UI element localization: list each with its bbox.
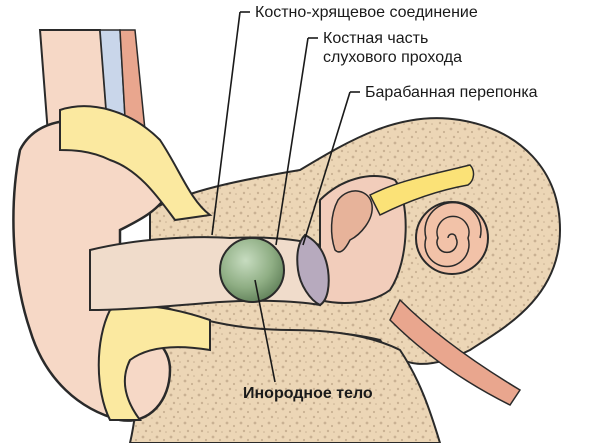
nerve — [368, 164, 475, 217]
leader-eardrum — [302, 91, 351, 246]
cartilage-lower — [97, 304, 211, 421]
leader-bony-canal — [275, 37, 309, 246]
eustachian-tube — [389, 298, 522, 406]
label-bony-canal-line2: слухового прохода — [323, 49, 462, 66]
label-osteochondral-junction: Костно-хрящевое соединение — [255, 4, 478, 21]
eardrum — [296, 233, 330, 307]
label-foreign-body: Инородное тело — [243, 385, 373, 402]
ossicles — [330, 190, 373, 253]
leader-osteochondral — [211, 11, 241, 236]
label-bony-canal-line1: Костная часть — [323, 30, 429, 47]
cochlea — [415, 201, 489, 275]
label-eardrum: Барабанная перепонка — [365, 84, 538, 101]
leader-foreign-body — [254, 279, 276, 383]
foreign-body — [219, 237, 285, 303]
ear-canal — [89, 236, 321, 312]
cartilage-upper — [59, 105, 213, 222]
